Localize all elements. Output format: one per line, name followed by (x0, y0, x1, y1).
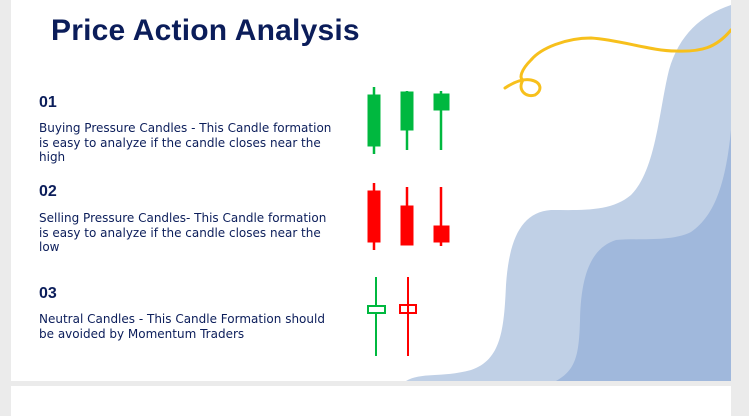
bull-candle-body (367, 94, 381, 147)
slide[interactable]: Price Action Analysis 01 Buying Pressure… (11, 0, 731, 381)
bear-candle-body (433, 225, 450, 243)
candlestick-illustrations (367, 87, 450, 356)
bear-candle-body (400, 205, 414, 246)
wave-dark (556, 130, 731, 381)
bull-candle-body (433, 93, 450, 111)
neutral-candle-body (399, 304, 417, 314)
page-title: Price Action Analysis (51, 14, 360, 47)
neutral-candle-body (367, 305, 386, 314)
bear-candle-body (367, 190, 381, 243)
item-description: Buying Pressure Candles - This Candle fo… (39, 121, 332, 164)
item-number: 01 (39, 94, 57, 111)
next-slide[interactable] (11, 386, 731, 416)
item-description: Selling Pressure Candles- This Candle fo… (39, 211, 327, 254)
item-description: Neutral Candles - This Candle Formation … (39, 312, 325, 341)
item-number: 03 (39, 285, 57, 302)
yellow-swirl (503, 28, 731, 98)
bull-candle-body (400, 91, 414, 131)
item-number: 02 (39, 183, 57, 200)
decorative-background (406, 5, 731, 381)
